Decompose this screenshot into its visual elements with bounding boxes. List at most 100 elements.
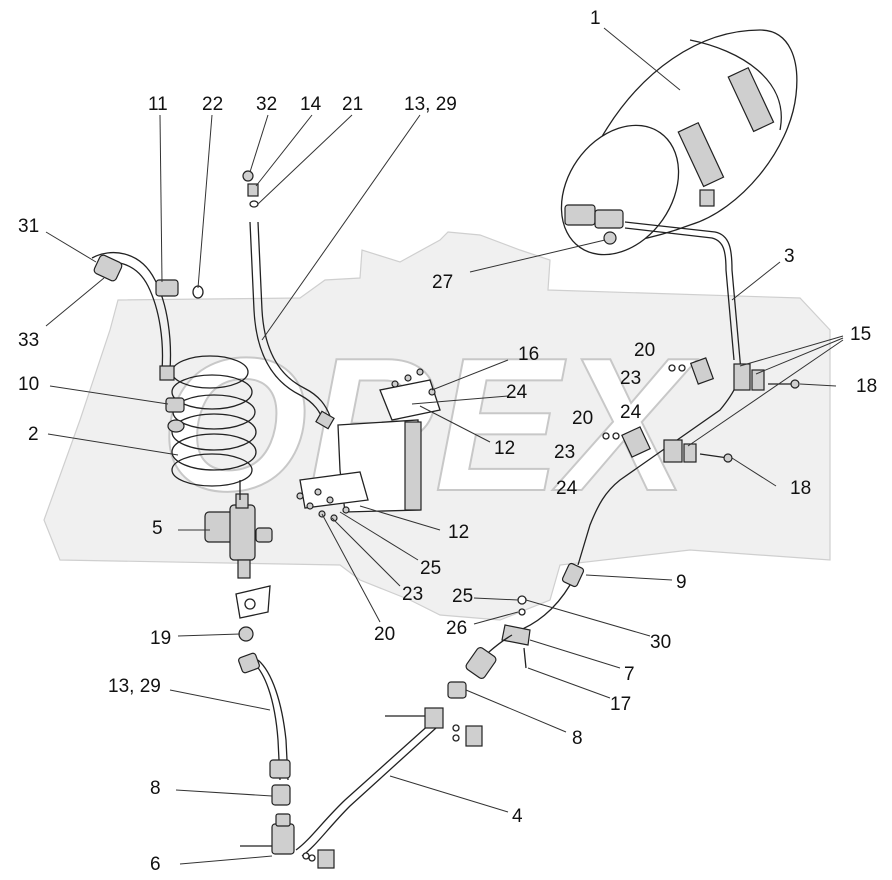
bracket-24a bbox=[689, 357, 715, 385]
tank-bracket bbox=[699, 189, 715, 207]
callout-8-left: 8 bbox=[150, 778, 161, 799]
callout-4: 4 bbox=[512, 806, 523, 827]
valve-5-top bbox=[235, 493, 249, 509]
tank-strap-2 bbox=[677, 121, 725, 188]
callout-18-upper: 18 bbox=[856, 376, 877, 397]
callout-23-mid-right: 23 bbox=[554, 442, 575, 463]
callout-25-lower: 25 bbox=[452, 586, 473, 607]
air-tank bbox=[560, 29, 798, 256]
coil-2 bbox=[171, 355, 257, 500]
right-clamps bbox=[602, 357, 800, 463]
clamp-7-group bbox=[501, 595, 531, 669]
callout-32: 32 bbox=[256, 94, 277, 115]
callout-27: 27 bbox=[432, 272, 453, 293]
callout-17: 17 bbox=[610, 694, 631, 715]
valve-5-stem bbox=[237, 559, 251, 579]
callout-24-upper-right: 24 bbox=[620, 402, 642, 423]
pipe-4 bbox=[295, 721, 433, 851]
bolt-top-1 bbox=[391, 380, 399, 388]
bolt-18a-head bbox=[790, 379, 800, 389]
valve-plug bbox=[603, 231, 617, 245]
callout-19: 19 bbox=[150, 628, 171, 649]
callout-labels: 1 11 22 32 14 21 13, 29 31 33 27 3 15 20… bbox=[18, 8, 877, 875]
callout-23-center: 23 bbox=[402, 584, 423, 605]
coil-turn-5 bbox=[171, 433, 257, 471]
washer-upper-a bbox=[452, 724, 460, 732]
tee-body bbox=[271, 823, 295, 855]
washer-upper-b bbox=[452, 734, 460, 742]
bolt-18b bbox=[699, 453, 729, 459]
clamp-15d bbox=[683, 443, 697, 463]
callout-6: 6 bbox=[150, 854, 161, 875]
leader-lines bbox=[45, 27, 844, 865]
tank-strap-1 bbox=[727, 66, 775, 133]
bolt-top-3 bbox=[416, 368, 424, 376]
callout-11: 11 bbox=[148, 94, 168, 115]
washer-bottom-b bbox=[308, 854, 316, 862]
drain-valve bbox=[564, 204, 624, 245]
bolt-top-2 bbox=[404, 374, 412, 382]
callout-1: 1 bbox=[590, 8, 601, 29]
fitting-8b bbox=[271, 784, 291, 806]
bracket-12-top bbox=[379, 379, 441, 421]
tank-rim bbox=[689, 39, 782, 131]
callout-2: 2 bbox=[28, 424, 39, 445]
clamp-15c bbox=[663, 439, 683, 463]
callout-8-right: 8 bbox=[572, 728, 583, 749]
callout-33: 33 bbox=[18, 330, 39, 351]
bolt-17 bbox=[523, 647, 527, 669]
washer-20b bbox=[602, 432, 610, 440]
fitting-8a bbox=[447, 681, 467, 699]
bracket-side bbox=[404, 421, 422, 511]
hose-upper-inner bbox=[257, 221, 331, 417]
callout-14: 14 bbox=[300, 94, 322, 115]
watermark-text: OPEX bbox=[160, 319, 698, 531]
callout-21: 21 bbox=[342, 94, 363, 115]
callout-5: 5 bbox=[152, 518, 163, 539]
clamp-15b bbox=[751, 369, 765, 391]
nut-19 bbox=[238, 626, 254, 642]
clamp-7 bbox=[501, 624, 531, 646]
plate-hole bbox=[244, 598, 256, 610]
clamp-15a bbox=[733, 363, 751, 391]
callout-15: 15 bbox=[850, 324, 871, 345]
callout-12-lower: 12 bbox=[448, 522, 469, 543]
coupling-9 bbox=[561, 562, 585, 588]
callout-16: 16 bbox=[518, 344, 539, 365]
fitting-10-ring bbox=[167, 419, 185, 433]
callout-30: 30 bbox=[650, 632, 671, 653]
washer-25 bbox=[517, 595, 527, 605]
callout-10: 10 bbox=[18, 374, 39, 395]
washer-20a bbox=[668, 364, 676, 372]
callout-24-center: 24 bbox=[506, 382, 528, 403]
hose-lower-end bbox=[269, 759, 291, 779]
callout-24-lower-right: 24 bbox=[556, 478, 578, 499]
fitting-10 bbox=[165, 397, 185, 413]
callout-12-upper: 12 bbox=[494, 438, 515, 459]
washer-bottom-a bbox=[302, 852, 310, 860]
valve-5-port bbox=[255, 527, 273, 543]
valve-5 bbox=[204, 493, 273, 579]
nut-lower-4 bbox=[330, 514, 338, 522]
callout-20-upper-right: 20 bbox=[634, 340, 655, 361]
callout-3: 3 bbox=[784, 246, 795, 267]
bolt-18b-head bbox=[723, 453, 733, 463]
callout-9: 9 bbox=[676, 572, 687, 593]
callout-7: 7 bbox=[624, 664, 635, 685]
fitting-32 bbox=[242, 170, 254, 182]
valve-body bbox=[564, 204, 596, 226]
bracket-12-bottom bbox=[299, 471, 369, 509]
clamp-upper bbox=[424, 707, 444, 729]
coil-turn-6 bbox=[171, 453, 253, 487]
hose-lower-inner bbox=[257, 659, 289, 781]
nut-23a bbox=[678, 364, 686, 372]
callout-13-29-upper: 13, 29 bbox=[404, 94, 457, 115]
tee-fitting-6 bbox=[240, 813, 335, 869]
washer-26 bbox=[518, 608, 526, 616]
fitting-14 bbox=[247, 183, 259, 197]
coil-turn-2 bbox=[171, 374, 253, 410]
callout-31: 31 bbox=[18, 216, 39, 237]
center-brackets bbox=[296, 368, 441, 522]
elbow-33 bbox=[93, 254, 123, 282]
